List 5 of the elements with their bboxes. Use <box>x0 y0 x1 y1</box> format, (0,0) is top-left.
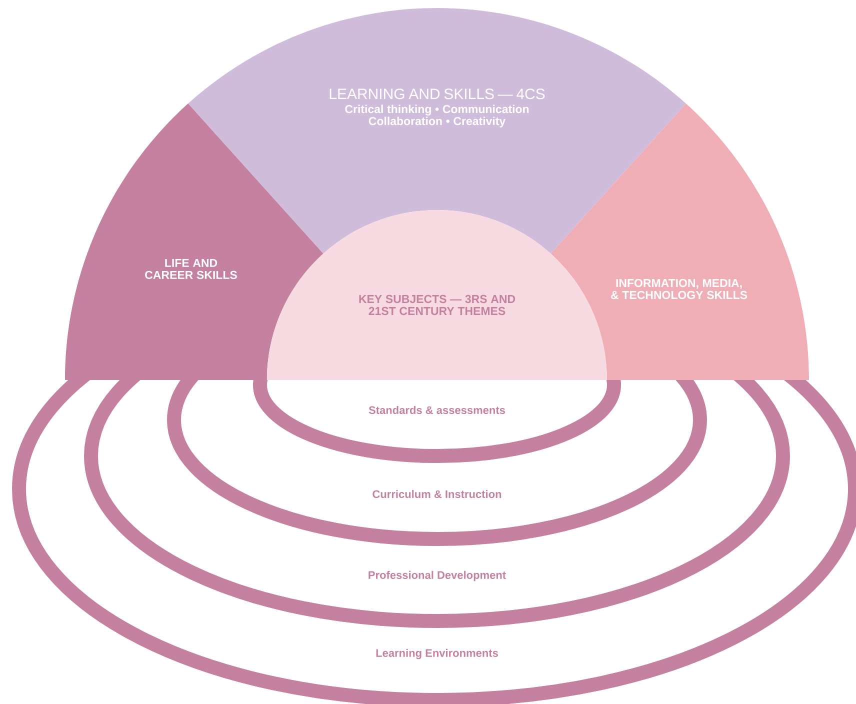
wedge-segment: LIFE AND CAREER SKILLS <box>65 104 324 380</box>
wedge-segment: INFORMATION, MEDIA, & TECHNOLOGY SKILLS <box>550 104 809 380</box>
semicircle: KEY SUBJECTS — 3RS AND 21ST CENTURY THEMES <box>267 210 607 380</box>
ring-band: Standards & assessments <box>253 380 621 463</box>
wedge-segment: LEARNING AND SKILLS — 4CS Critical thinking • Communication Collaboration • Creativity <box>188 8 686 254</box>
